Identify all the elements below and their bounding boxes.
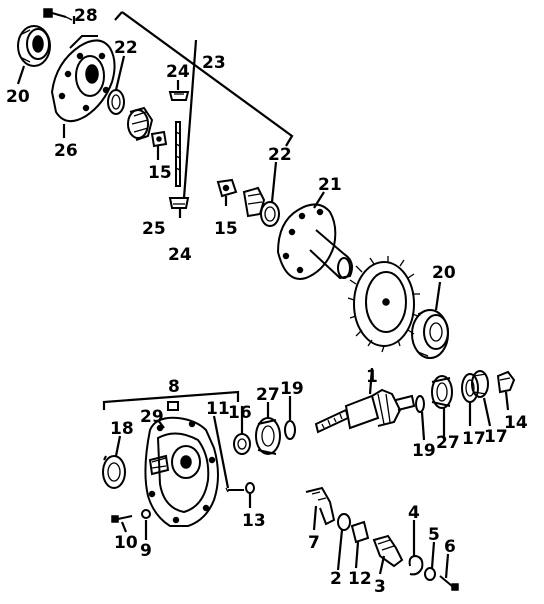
leader-lines [16,16,510,579]
callout-10: 10 [114,533,138,553]
callout-6: 6 [444,537,456,557]
gasket-22-lower [260,201,280,227]
callout-16: 16 [228,403,252,423]
callout-12: 12 [348,569,372,589]
callout-7: 7 [308,533,320,553]
bolt-13 [245,482,255,494]
side-gear-upper [127,106,154,141]
speedo-gear-7 [305,486,336,526]
callout-22: 22 [114,38,138,58]
oil-seal-18 [102,455,126,489]
callout-28: 28 [74,6,98,26]
callout-23: 23 [202,53,226,73]
callout-13: 13 [242,511,266,531]
clip-4 [408,554,424,576]
sleeve-12 [350,520,370,544]
callout-29: 29 [140,407,164,427]
callout-17: 17 [484,427,508,447]
callout-20: 20 [6,87,30,107]
pinion-gear-15-upper [150,130,168,148]
thrust-washer-24-lower [168,197,190,209]
bolt-28 [43,8,73,21]
callout-labels: 28 20 26 22 24 23 15 25 24 15 22 21 20 8… [6,6,528,597]
carrier-cover-26 [50,35,116,123]
callout-18: 18 [110,419,134,439]
callout-24: 24 [168,245,192,265]
bearing-20-right [411,309,449,359]
driven-gear-3 [372,534,404,568]
leader-23-branch [182,39,198,199]
bearing-27-left [255,417,281,455]
callout-26: 26 [54,141,78,161]
callout-27: 27 [256,385,280,405]
washer-19-right [415,395,425,413]
callout-25: 25 [142,219,166,239]
nut-14 [496,370,516,394]
leader-23-left-end [114,11,123,21]
callout-19: 19 [280,379,304,399]
callout-14: 14 [504,413,528,433]
callout-5: 5 [428,525,440,545]
callout-22: 22 [268,145,292,165]
differential-case-21 [276,203,353,280]
pin-11 [225,487,244,493]
callout-17: 17 [462,429,486,449]
callout-15: 15 [148,163,172,183]
callout-21: 21 [318,175,342,195]
callout-24: 24 [166,62,190,82]
callout-9: 9 [140,541,152,561]
washer-9 [141,509,151,519]
callout-3: 3 [374,577,386,597]
pinion-gear-15-lower [216,178,238,198]
ring-gear [347,256,420,353]
callout-15: 15 [214,219,238,239]
bolt-6 [439,575,459,591]
thrust-washer-24-upper [168,91,190,101]
callout-8: 8 [168,377,180,397]
callout-11: 11 [206,399,230,419]
leader-23-bracket [121,11,294,147]
washer-19-left [284,420,296,440]
housing-8 [144,416,219,527]
callout-1: 1 [366,367,378,387]
pinion-shaft-25 [175,121,181,187]
bearing-27-right [431,375,453,409]
callout-19: 19 [412,441,436,461]
bolt-10 [111,515,133,523]
leader-8-bracket [102,390,240,410]
callout-4: 4 [408,503,420,523]
seal-17a [461,373,479,403]
dowel-29 [167,401,179,411]
drive-pinion-shaft-1 [314,388,416,434]
callout-20: 20 [432,263,456,283]
gasket-22-upper [107,89,125,115]
bearing-20-upper [17,25,51,67]
bolt-5 [424,567,436,581]
callout-2: 2 [330,569,342,589]
seal-17b [471,370,489,398]
seal-16 [233,433,251,455]
seal-2 [337,513,351,531]
callout-27: 27 [436,433,460,453]
